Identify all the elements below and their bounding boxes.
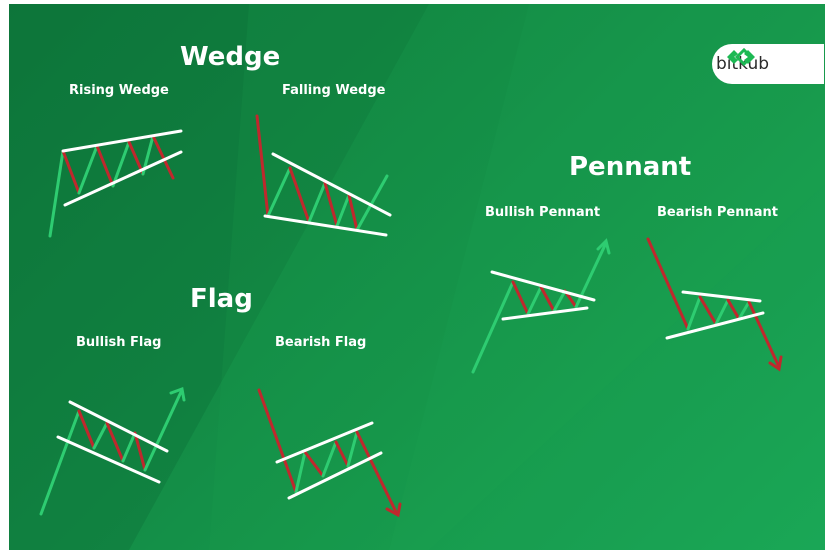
bearish-stroke bbox=[133, 431, 147, 472]
bitkub-logo: bitkub bbox=[712, 44, 824, 84]
breakout-arrowhead bbox=[169, 386, 186, 402]
support-line bbox=[287, 451, 383, 500]
bullish-stroke bbox=[714, 298, 730, 326]
bullish-stroke bbox=[92, 421, 109, 450]
bearish-stroke bbox=[95, 144, 115, 188]
breakout-stroke bbox=[143, 390, 183, 472]
breakdown-arrowhead bbox=[768, 355, 783, 372]
bullish-stroke bbox=[686, 295, 702, 331]
breakdown-stroke bbox=[747, 300, 781, 369]
bearish-stroke bbox=[151, 134, 175, 180]
bullish-stroke bbox=[321, 440, 338, 478]
bearish-stroke bbox=[726, 298, 741, 321]
resistance-line bbox=[61, 129, 183, 153]
bearish-stroke bbox=[698, 295, 718, 326]
bullish-flag-pattern bbox=[39, 386, 186, 516]
bearish-stroke bbox=[511, 280, 530, 316]
support-line bbox=[665, 311, 765, 340]
bullish-stroke bbox=[39, 409, 81, 516]
bearish-stroke bbox=[539, 285, 556, 313]
bearish-stroke bbox=[127, 140, 145, 176]
diagram-graphics bbox=[9, 4, 825, 550]
bullish-stroke bbox=[48, 149, 65, 238]
bearish-pennant-label: Bearish Pennant bbox=[657, 205, 778, 220]
resistance-line bbox=[271, 152, 392, 217]
bullish-pennant-pattern bbox=[471, 238, 611, 374]
resistance-line bbox=[490, 270, 596, 302]
breakout-arrowhead bbox=[596, 238, 611, 255]
chart-patterns-infographic: Wedge Rising Wedge Falling Wedge Flag Bu… bbox=[9, 4, 825, 550]
bearish-stroke bbox=[334, 440, 350, 468]
resistance-line bbox=[275, 421, 374, 464]
falling-wedge-label: Falling Wedge bbox=[282, 83, 386, 98]
bullish-stroke bbox=[335, 193, 351, 228]
bullish-stroke bbox=[121, 431, 137, 463]
bullish-stroke bbox=[471, 280, 515, 374]
bitkub-logo-icon bbox=[727, 47, 755, 67]
breakdown-stroke bbox=[355, 430, 399, 516]
bullish-stroke bbox=[307, 181, 327, 224]
bearish-stroke bbox=[323, 181, 339, 228]
bg-facet bbox=[9, 4, 429, 550]
bullish-stroke bbox=[294, 450, 307, 494]
bearish-stroke bbox=[257, 388, 298, 494]
bearish-stroke bbox=[646, 237, 690, 331]
bullish-stroke bbox=[552, 289, 567, 313]
bullish-pennant-label: Bullish Pennant bbox=[485, 205, 601, 220]
rising-wedge-pattern bbox=[48, 129, 183, 238]
bullish-stroke bbox=[77, 144, 99, 195]
bullish-stroke bbox=[355, 174, 389, 232]
support-line bbox=[501, 306, 589, 321]
bg-facet bbox=[209, 4, 825, 550]
support-line bbox=[63, 150, 183, 207]
bearish-stroke bbox=[61, 149, 81, 195]
resistance-line bbox=[681, 290, 762, 303]
support-line bbox=[263, 214, 388, 237]
support-line bbox=[56, 435, 161, 484]
breakdown-arrowhead bbox=[385, 502, 402, 518]
bullish-flag-label: Bullish Flag bbox=[76, 335, 162, 350]
bearish-flag-label: Bearish Flag bbox=[275, 335, 367, 350]
flag-title: Flag bbox=[190, 284, 253, 314]
bearish-stroke bbox=[288, 166, 311, 224]
pennant-title: Pennant bbox=[569, 152, 692, 182]
bearish-stroke bbox=[105, 421, 125, 463]
bullish-stroke bbox=[737, 300, 751, 321]
falling-wedge-pattern bbox=[255, 114, 392, 237]
bearish-flag-pattern bbox=[257, 388, 402, 518]
resistance-line bbox=[68, 400, 169, 453]
bearish-stroke bbox=[303, 450, 325, 478]
bullish-stroke bbox=[346, 430, 359, 468]
bearish-stroke bbox=[347, 193, 359, 232]
bg-facet bbox=[389, 4, 825, 550]
bullish-stroke bbox=[111, 140, 131, 188]
wedge-title: Wedge bbox=[180, 42, 281, 72]
bearish-stroke bbox=[77, 409, 96, 450]
bearish-pennant-pattern bbox=[646, 237, 783, 372]
rising-wedge-label: Rising Wedge bbox=[69, 83, 169, 98]
bullish-stroke bbox=[526, 285, 543, 316]
bearish-stroke bbox=[255, 114, 270, 218]
bullish-stroke bbox=[266, 166, 292, 218]
